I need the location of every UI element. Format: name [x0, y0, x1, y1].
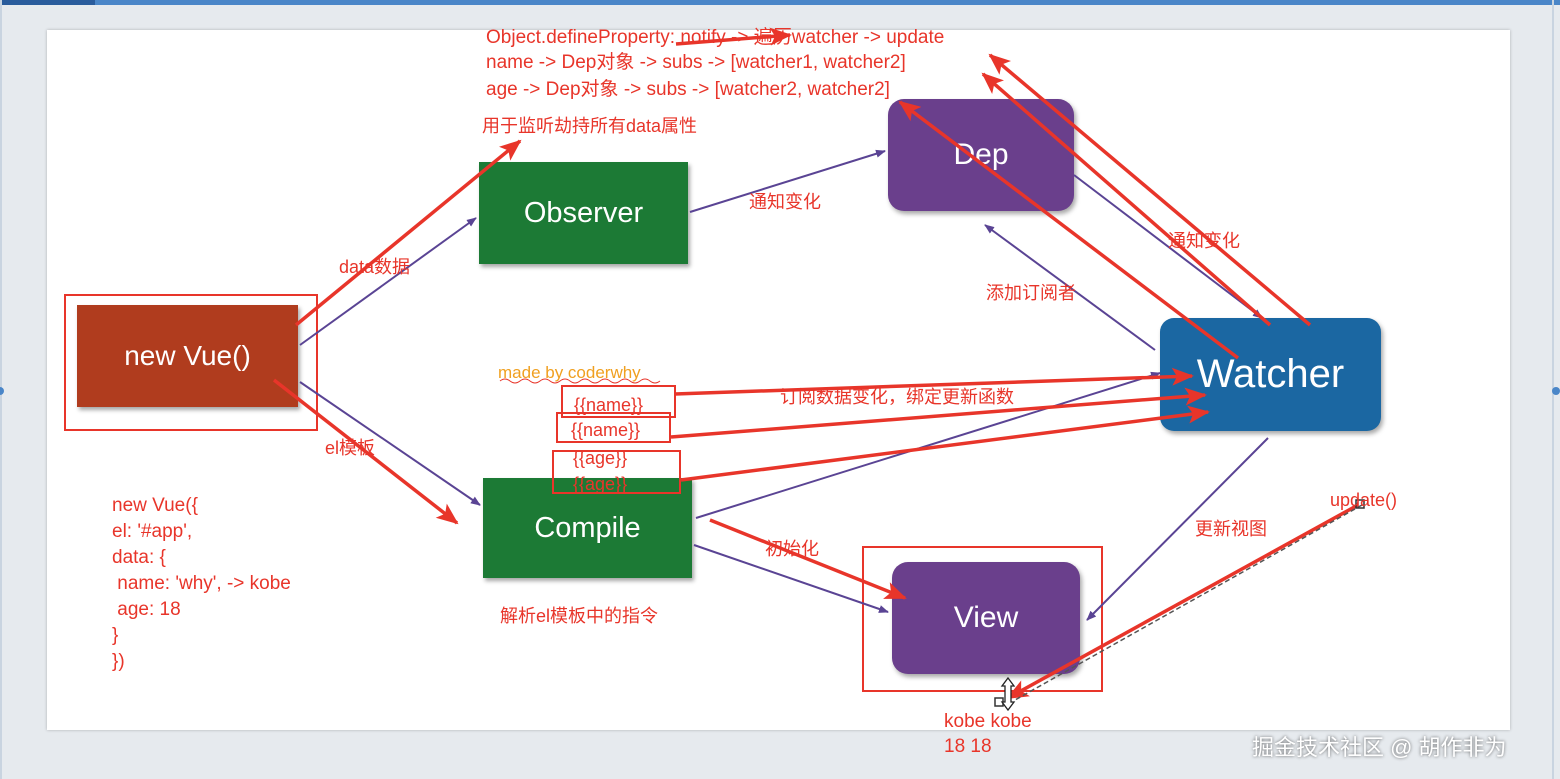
update-endpoint-marker: [1355, 499, 1365, 509]
output-line-2: 18 18: [944, 736, 992, 757]
annotation-arrows: [272, 27, 1359, 700]
top-resize-handle[interactable]: [772, 0, 780, 4]
notify-change-label-1: 通知变化: [749, 192, 821, 212]
vue-to-compile-arrow: [299, 381, 481, 506]
notes-line-3: age -> Dep对象 -> subs -> [watcher2, watch…: [486, 79, 890, 100]
observer-node: Observer: [479, 162, 688, 264]
add-subscriber-label: 添加订阅者: [986, 283, 1076, 303]
compile-init-view-arrow: [709, 518, 907, 600]
data-label: data数据: [339, 257, 411, 277]
left-resize-handle[interactable]: [0, 387, 4, 395]
compile-node: Compile: [483, 478, 692, 578]
code-line: }): [112, 651, 125, 672]
update-to-output-arrow: [1006, 503, 1359, 700]
code-line: data: {: [112, 547, 166, 568]
dep-to-watcher-arrow: [1073, 174, 1263, 319]
view-highlight: [862, 546, 1103, 692]
update-function-label: update(): [1330, 490, 1398, 510]
compile-description: 解析el模板中的指令: [500, 606, 659, 626]
compile-to-watcher-line: [695, 371, 1161, 519]
template-name-2: {{name}}: [571, 420, 641, 440]
template-highlight-1: [561, 385, 676, 418]
code-line: }: [112, 625, 119, 646]
vue-to-data-note-arrow: [294, 139, 522, 327]
code-line: new Vue({: [112, 495, 198, 516]
made-by-label: made by coderwhy: [498, 363, 641, 382]
template-age-1: {{age}}: [573, 448, 628, 468]
watcher-to-dep-arrow: [984, 224, 1156, 351]
update-dashed-line: [1014, 504, 1363, 701]
vue-to-observer-arrow: [299, 217, 477, 346]
output-line-1: kobe kobe: [944, 711, 1032, 732]
notes-line-1: Object.defineProperty: notify -> 遍历watch…: [486, 27, 945, 48]
observer-description: 用于监听劫持所有data属性: [482, 116, 698, 136]
vue-to-compile-red-arrow: [272, 378, 459, 525]
resize-cursor-icon: [1000, 676, 1016, 712]
new-vue-node: new Vue(): [77, 305, 298, 407]
code-line: el: '#app',: [112, 521, 193, 542]
code-line: name: 'why', -> kobe: [112, 573, 291, 594]
template-highlight-3: [552, 450, 681, 494]
watcher-to-notify-arrow-1: [988, 53, 1312, 327]
new-vue-highlight: [64, 294, 318, 431]
update-view-label: 更新视图: [1195, 519, 1267, 539]
el-template-label: el模板: [325, 438, 376, 458]
watermark: 掘金技术社区 @ 胡作非为: [1252, 735, 1507, 760]
view-node: View: [892, 562, 1080, 674]
flow-arrows: [299, 149, 1269, 621]
vue-code-sample: new Vue({ el: '#app', data: { name: 'why…: [112, 493, 291, 675]
template-age-2: {{age}}: [573, 474, 628, 494]
right-resize-handle[interactable]: [1552, 387, 1560, 395]
init-label: 初始化: [765, 539, 819, 559]
watcher-to-notify-arrow-3: [898, 100, 1240, 360]
made-by-underline: [499, 378, 661, 384]
editor-active-tab-indicator[interactable]: [0, 0, 95, 5]
name-subscribe-arrow-2: [670, 387, 1207, 439]
watcher-to-view-arrow: [1086, 437, 1269, 621]
age-subscribe-arrow: [680, 405, 1210, 482]
editor-top-bar: [0, 0, 1560, 5]
watcher-to-notify-arrow-2: [981, 72, 1272, 327]
notify-arrow: [675, 27, 792, 46]
observer-to-dep-arrow: [689, 149, 886, 213]
subscribe-label: 订阅数据变化，绑定更新函数: [780, 387, 1014, 407]
notes-line-2: name -> Dep对象 -> subs -> [watcher1, watc…: [486, 52, 906, 73]
template-name-1: {{name}}: [574, 395, 644, 415]
watcher-node: Watcher: [1160, 318, 1381, 431]
code-line: age: 18: [112, 599, 181, 620]
name-subscribe-arrow-1: [674, 367, 1194, 396]
notify-change-label-2: 通知变化: [1168, 231, 1240, 251]
template-highlight-2: [556, 412, 671, 443]
compile-to-view-arrow: [693, 544, 889, 613]
